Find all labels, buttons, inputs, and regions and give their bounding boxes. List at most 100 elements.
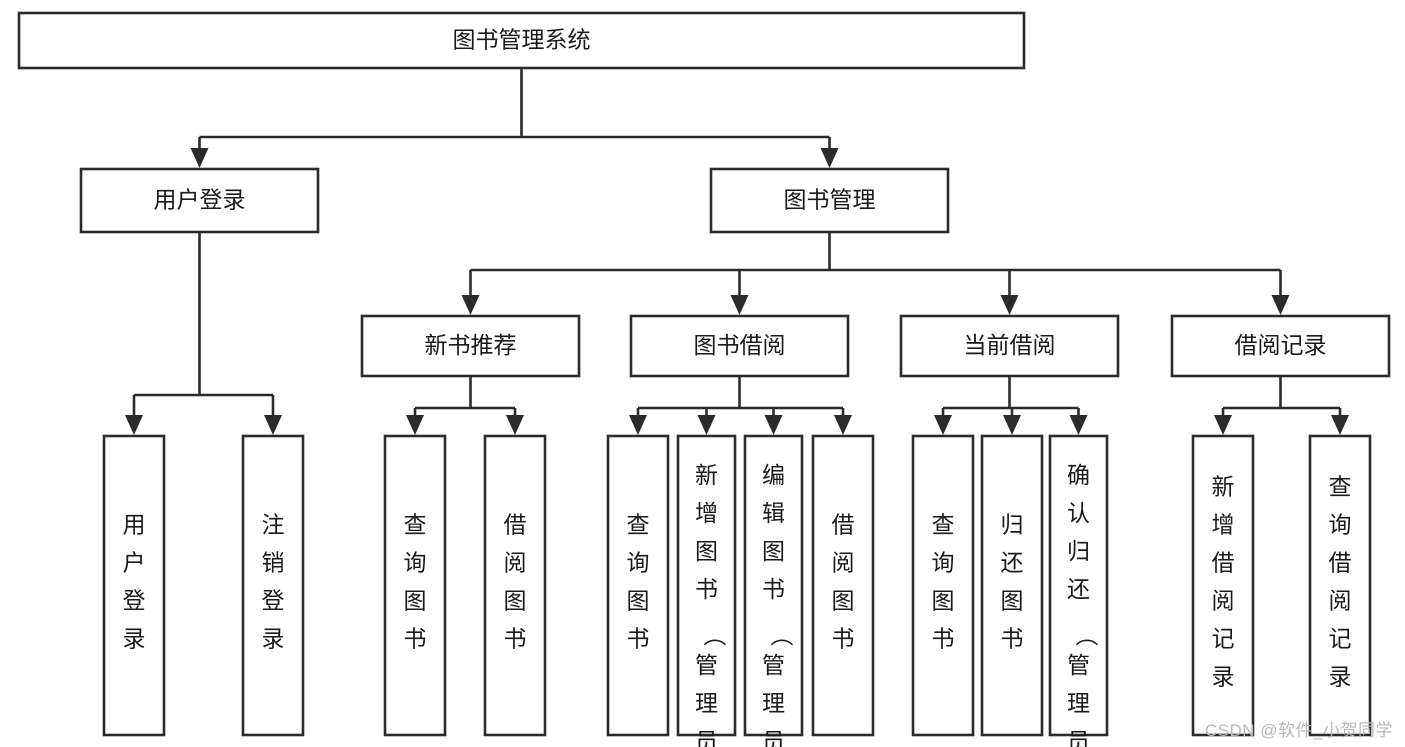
node-box <box>709 167 950 234</box>
node-label-char: 注 <box>262 512 285 538</box>
node-l2-0[interactable]: 用户登录 <box>79 167 320 234</box>
node-l3-3[interactable]: 借阅记录 <box>1170 314 1391 378</box>
arrow-head <box>934 415 952 435</box>
node-label-char: 员 <box>1067 728 1090 747</box>
node-label: 图书借阅 <box>694 332 786 358</box>
node-label-char: 归 <box>1001 512 1024 538</box>
node-label-char: 录 <box>262 626 285 652</box>
node-box <box>1308 434 1372 737</box>
arrow-head <box>629 415 647 435</box>
node-box <box>629 314 850 378</box>
arrow-head <box>834 415 852 435</box>
node-box <box>1191 434 1255 737</box>
node-label-char: 图 <box>627 588 650 614</box>
node-label-char: （ <box>769 624 795 647</box>
node-label-char: 编 <box>762 462 785 488</box>
node-label-char: （ <box>702 624 728 647</box>
node-label-char: 还 <box>1001 550 1024 576</box>
arrow-head <box>1003 415 1021 435</box>
arrow-head <box>820 148 839 168</box>
node-l3-0[interactable]: 新书推荐 <box>360 314 581 378</box>
node-label-char: 归 <box>1067 538 1090 564</box>
node-label-char: 还 <box>1067 576 1090 602</box>
node-box <box>360 314 581 378</box>
arrow-head <box>461 295 480 315</box>
arrow-head <box>406 415 424 435</box>
node-label-char: 认 <box>1067 500 1090 526</box>
arrow-head <box>264 415 282 435</box>
node-l3-1[interactable]: 图书借阅 <box>629 314 850 378</box>
node-label-char: 录 <box>123 626 146 652</box>
node-label-char: 记 <box>1329 626 1352 652</box>
node-label-char: 询 <box>1329 512 1352 538</box>
node-label-char: 书 <box>762 576 785 602</box>
node-label-char: 阅 <box>504 550 527 576</box>
node-label-char: 销 <box>262 550 285 576</box>
node-label-char: 登 <box>123 588 146 614</box>
node-box <box>1048 434 1109 737</box>
node-label-char: 图 <box>932 588 955 614</box>
node-label-char: 新 <box>1212 474 1235 500</box>
node-l3-2[interactable]: 当前借阅 <box>899 314 1120 378</box>
node-box <box>79 167 320 234</box>
node-label-char: 查 <box>404 512 427 538</box>
node-label-char: 书 <box>627 626 650 652</box>
node-label-char: 增 <box>1212 512 1235 538</box>
node-label-char: 管 <box>695 652 718 678</box>
node-box <box>676 434 737 737</box>
watermark-text: CSDN @软件_小贺同学 <box>1204 721 1393 740</box>
node-label-char: 阅 <box>1329 588 1352 614</box>
node-label-char: 录 <box>1329 664 1352 690</box>
arrow-head <box>506 415 524 435</box>
node-label-char: 确 <box>1067 462 1090 488</box>
node-label-char: 员 <box>762 728 785 747</box>
node-label-char: 录 <box>1212 664 1235 690</box>
arrow-head <box>190 148 209 168</box>
node-box <box>606 434 670 737</box>
node-label-char: （ <box>1074 624 1100 647</box>
arrow-head <box>1000 295 1019 315</box>
arrow-head <box>1069 415 1088 435</box>
node-label-char: 理 <box>695 690 718 716</box>
node-label-char: 用 <box>123 512 146 538</box>
node-leaf-0[interactable]: 用户登录 <box>102 434 166 737</box>
node-box <box>1170 314 1391 378</box>
node-l2-1[interactable]: 图书管理 <box>709 167 950 234</box>
node-box <box>899 314 1120 378</box>
node-label-char: 阅 <box>832 550 855 576</box>
node-box <box>811 434 875 737</box>
node-box <box>102 434 166 737</box>
node-root-0[interactable]: 图书管理系统 <box>17 11 1026 70</box>
node-label-char: 理 <box>1067 690 1090 716</box>
node-label-char: 询 <box>932 550 955 576</box>
arrow-head <box>764 415 783 435</box>
node-label-char: 查 <box>932 512 955 538</box>
node-label-char: 图 <box>762 538 785 564</box>
node-box <box>383 434 447 737</box>
node-label-char: 登 <box>262 588 285 614</box>
node-label-char: 借 <box>1212 550 1235 576</box>
node-label-char: 图 <box>1001 588 1024 614</box>
node-label-char: 辑 <box>762 500 785 526</box>
node-label: 当前借阅 <box>964 332 1056 358</box>
node-label-char: 阅 <box>1212 588 1235 614</box>
node-label-char: 查 <box>627 512 650 538</box>
node-box <box>980 434 1044 737</box>
node-label-char: 书 <box>695 576 718 602</box>
node-label-char: 查 <box>1329 474 1352 500</box>
node-label-char: 员 <box>695 728 718 747</box>
